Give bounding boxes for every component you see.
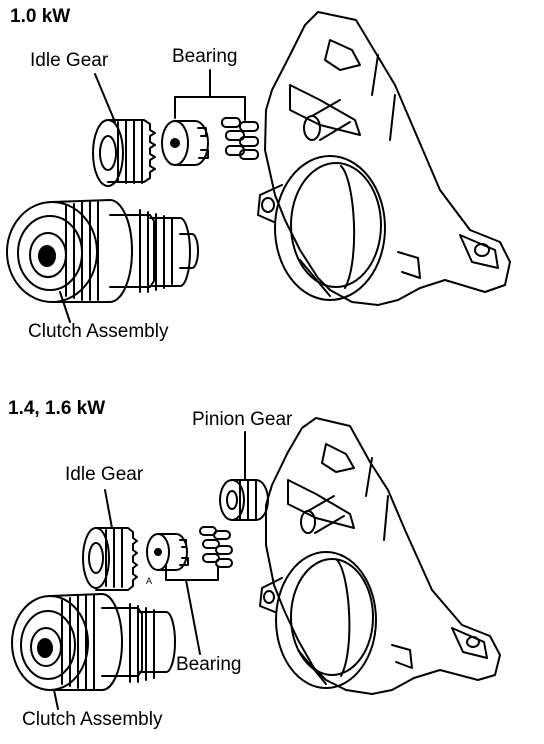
label-idle-gear-top: Idle Gear <box>30 50 109 71</box>
bracket-bearing-bottom <box>166 566 218 654</box>
label-idle-gear-bottom: Idle Gear <box>65 464 144 485</box>
heading-1-4-1-6-kw: 1.4, 1.6 kW <box>8 398 106 419</box>
bearing-sleeve-bottom <box>147 534 188 570</box>
label-bearing-bottom: Bearing <box>176 654 242 675</box>
bearing-sleeve-top <box>162 121 208 165</box>
pinion-gear <box>220 480 268 520</box>
leader-idle-gear-bottom <box>105 490 112 528</box>
leader-idle-gear-top <box>95 74 115 122</box>
svg-text:A: A <box>146 576 152 586</box>
label-clutch-assembly-bottom: Clutch Assembly <box>22 709 163 730</box>
label-bearing-top: Bearing <box>172 46 238 67</box>
leader-clutch-assembly-top <box>60 292 70 322</box>
bracket-bearing-top <box>175 70 245 120</box>
label-clutch-assembly-top: Clutch Assembly <box>28 321 169 342</box>
starter-housing-bottom <box>260 418 500 694</box>
heading-1-0-kw: 1.0 kW <box>10 6 71 27</box>
label-pinion-gear: Pinion Gear <box>192 409 293 430</box>
starter-housing-top <box>258 12 510 305</box>
leader-clutch-assembly-bottom <box>54 690 58 709</box>
clutch-assembly-top <box>7 200 198 302</box>
idle-gear-bottom <box>83 528 137 590</box>
bearing-rollers-top <box>222 118 258 159</box>
bearing-rollers-bottom <box>200 527 232 567</box>
clutch-assembly-bottom <box>12 594 175 690</box>
idle-gear-top <box>93 120 155 186</box>
